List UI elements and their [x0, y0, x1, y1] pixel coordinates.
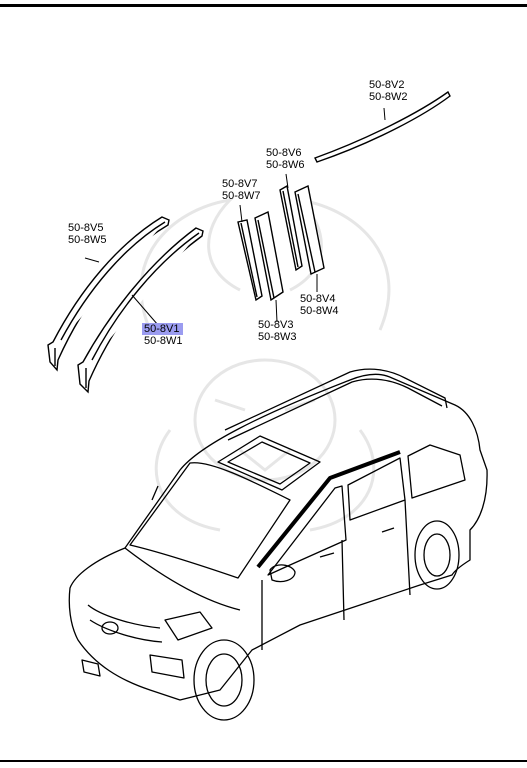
- bottom-rule: [0, 760, 527, 762]
- callout-v6: 50-8V6 50-8W6: [266, 147, 305, 171]
- callout-v3-code-2: 50-8W3: [258, 331, 297, 343]
- center-pillar-molding-left-part: [237, 204, 284, 323]
- callout-v5-code-1: 50-8V5: [68, 222, 104, 234]
- front-door-molding-outer-part: [47, 216, 170, 372]
- callout-v6-code-2: 50-8W6: [266, 159, 305, 171]
- callout-v4-code-1: 50-8V4: [300, 293, 336, 305]
- callout-v6-code-1: 50-8V6: [266, 147, 302, 159]
- callout-v5: 50-8V5 50-8W5: [68, 222, 107, 246]
- callout-v7-code-2: 50-8W7: [222, 190, 261, 202]
- callout-v4-code-2: 50-8W4: [300, 305, 339, 317]
- roof-molding-part: [314, 90, 451, 163]
- callout-v2-code-2: 50-8W2: [369, 91, 408, 103]
- callout-v1-code-2: 50-8W1: [144, 335, 183, 347]
- callout-v1-code-1[interactable]: 50-8V1: [142, 323, 183, 335]
- callout-v3-code-1: 50-8V3: [258, 319, 294, 331]
- center-pillar-molding-right-part: [279, 173, 325, 292]
- callout-v1[interactable]: 50-8V1 50-8W1: [142, 323, 183, 347]
- callout-v7: 50-8V7 50-8W7: [222, 178, 261, 202]
- callout-v2: 50-8V2 50-8W2: [369, 79, 408, 103]
- top-rule: [0, 4, 527, 7]
- callout-v5-code-2: 50-8W5: [68, 234, 107, 246]
- callout-v7-code-1: 50-8V7: [222, 178, 258, 190]
- front-door-molding-inner-part: [77, 227, 204, 394]
- callout-v2-code-1: 50-8V2: [369, 79, 405, 91]
- callout-v4: 50-8V4 50-8W4: [300, 293, 339, 317]
- car-illustration: [68, 368, 488, 721]
- callout-v3: 50-8V3 50-8W3: [258, 319, 297, 343]
